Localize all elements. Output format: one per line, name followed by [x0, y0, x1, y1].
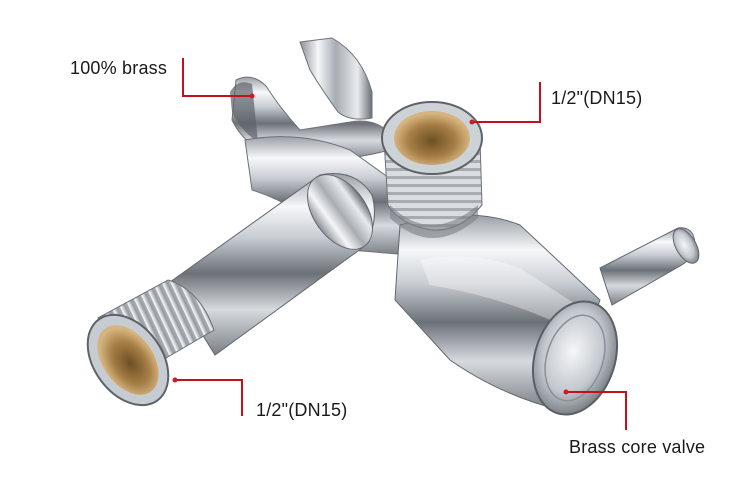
callout-line-inlet	[175, 379, 243, 416]
callout-dot-brass	[249, 93, 255, 99]
callout-line-outlet	[472, 82, 541, 123]
valve-core-label: Brass core valve	[569, 437, 706, 457]
valve-handle	[599, 227, 700, 306]
valve-cap	[531, 300, 619, 416]
callout-dot-core	[563, 389, 569, 395]
outlet-thread	[381, 101, 483, 238]
inlet-arm	[169, 173, 375, 356]
material-label: 100% brass	[70, 58, 168, 78]
outlet-thread-label: 1/2"(DN15)	[551, 88, 643, 108]
callout-dot-inlet	[172, 377, 178, 383]
callout-line-brass	[182, 58, 252, 97]
callout-line-core	[566, 391, 627, 430]
callout-dot-outlet	[469, 119, 475, 125]
inlet-thread	[86, 279, 215, 407]
callout-lines	[172, 58, 627, 430]
inlet-thread-label: 1/2"(DN15)	[256, 400, 348, 420]
